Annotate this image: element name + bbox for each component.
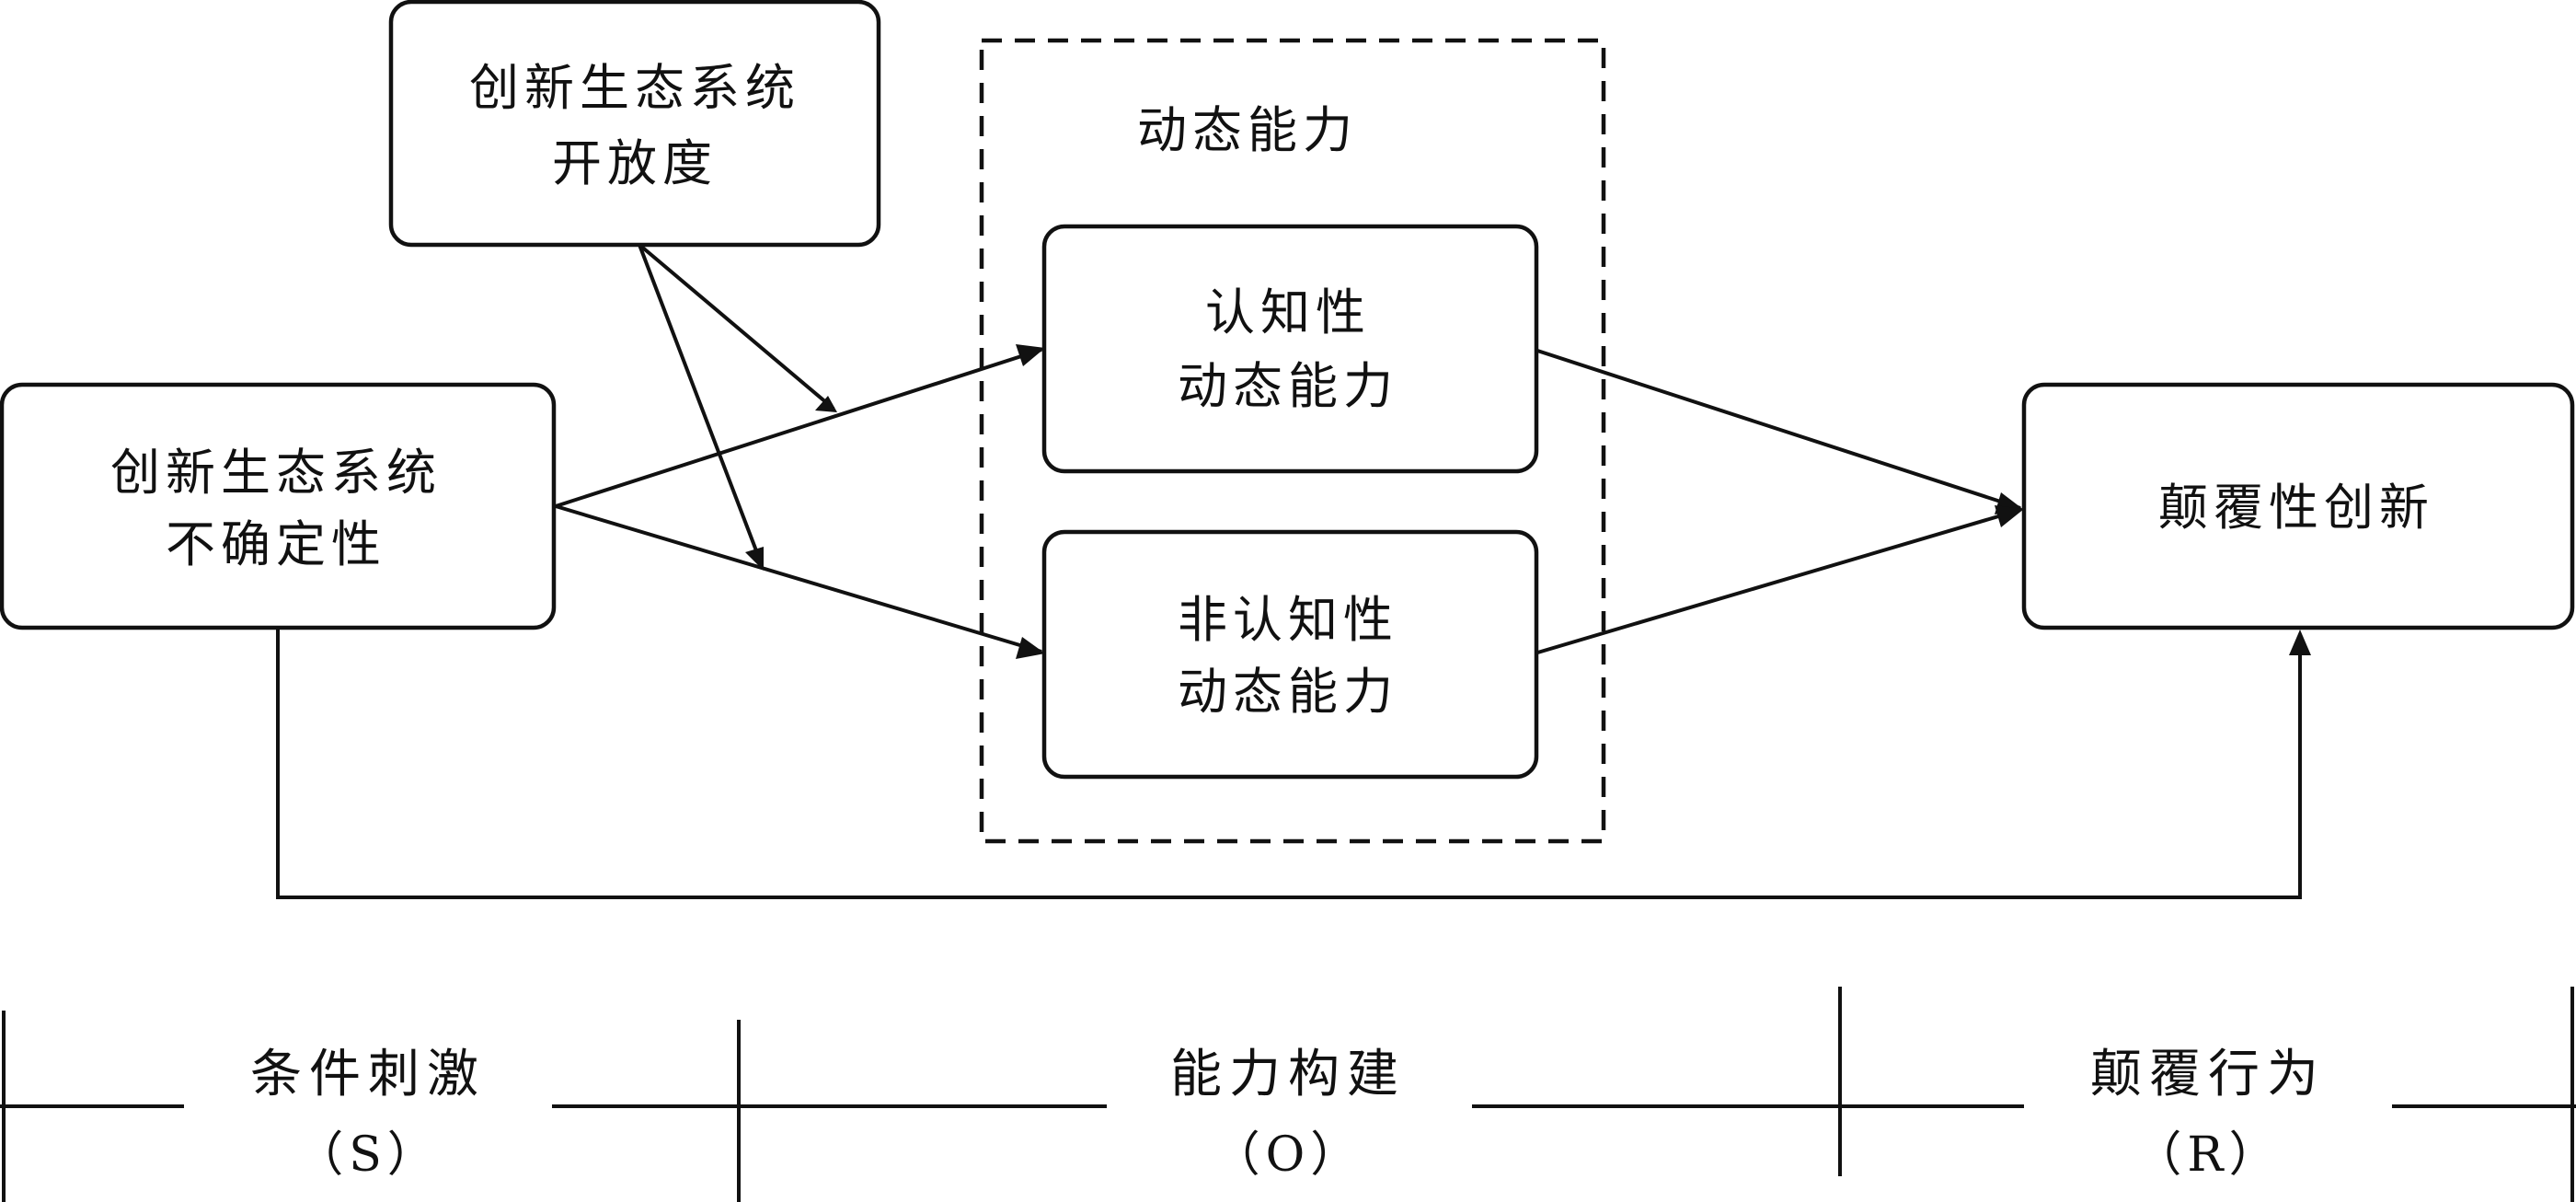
node-openness: 创新生态系统 开放度 — [388, 0, 881, 248]
node-noncognitive-line-1: 非认知性 — [1178, 591, 1398, 649]
phase-response-label: 颠覆行为 — [2090, 1045, 2326, 1104]
node-cognitive-line-1: 认知性 — [1205, 283, 1371, 341]
node-uncertainty-line-1: 创新生态系统 — [110, 444, 442, 502]
node-cognitive: 认知性 动态能力 — [1041, 224, 1539, 474]
arrowhead-openness-moderates-cognitive-path — [815, 396, 837, 412]
edge-cognitive-to-disruptive — [1534, 348, 2021, 510]
arrowhead-noncognitive-to-disruptive — [1995, 505, 2024, 527]
phase-organism-code: （O） — [1213, 1127, 1364, 1183]
node-uncertainty-line-2: 不确定性 — [166, 515, 386, 573]
edge-uncertainty-to-cognitive — [555, 348, 1042, 508]
node-noncognitive-line-2: 动态能力 — [1178, 663, 1398, 721]
dynamic-capability-group — [979, 38, 1606, 844]
phase-stimulus-label: 条件刺激 — [250, 1045, 486, 1104]
node-disruptive-label: 颠覆性创新 — [2158, 479, 2434, 537]
arrowhead-uncertainty-to-cognitive — [1016, 344, 1045, 366]
node-noncognitive: 非认知性 动态能力 — [1041, 529, 1539, 780]
edge-uncertainty-to-noncognitive — [555, 504, 1042, 653]
phase-organism-label: 能力构建 — [1170, 1045, 1406, 1104]
phase-response-code: （R） — [2133, 1127, 2282, 1183]
arrowhead-uncertainty-to-disruptive-direct — [2289, 630, 2311, 655]
edge-noncognitive-to-disruptive — [1534, 508, 2021, 655]
node-cognitive-line-2: 动态能力 — [1178, 357, 1398, 415]
edge-openness-moderates-cognitive-path — [638, 243, 835, 410]
arrowhead-uncertainty-to-noncognitive — [1016, 637, 1045, 659]
phase-timeline: 条件刺激 （S） 能力构建 （O） 颠覆行为 （R） — [0, 987, 2576, 1202]
node-openness-line-2: 开放度 — [552, 134, 718, 192]
arrowhead-openness-moderates-noncognitive-path — [745, 547, 764, 571]
phase-stimulus-code: （S） — [295, 1127, 441, 1183]
node-disruptive: 颠覆性创新 — [2021, 382, 2575, 630]
edges — [276, 243, 2311, 899]
edge-openness-moderates-noncognitive-path — [638, 244, 764, 566]
dynamic-capability-group-title: 动态能力 — [1137, 101, 1358, 159]
node-uncertainty: 创新生态系统 不确定性 — [0, 382, 557, 630]
node-openness-line-1: 创新生态系统 — [469, 59, 800, 117]
edge-uncertainty-to-disruptive-direct — [276, 628, 2302, 899]
